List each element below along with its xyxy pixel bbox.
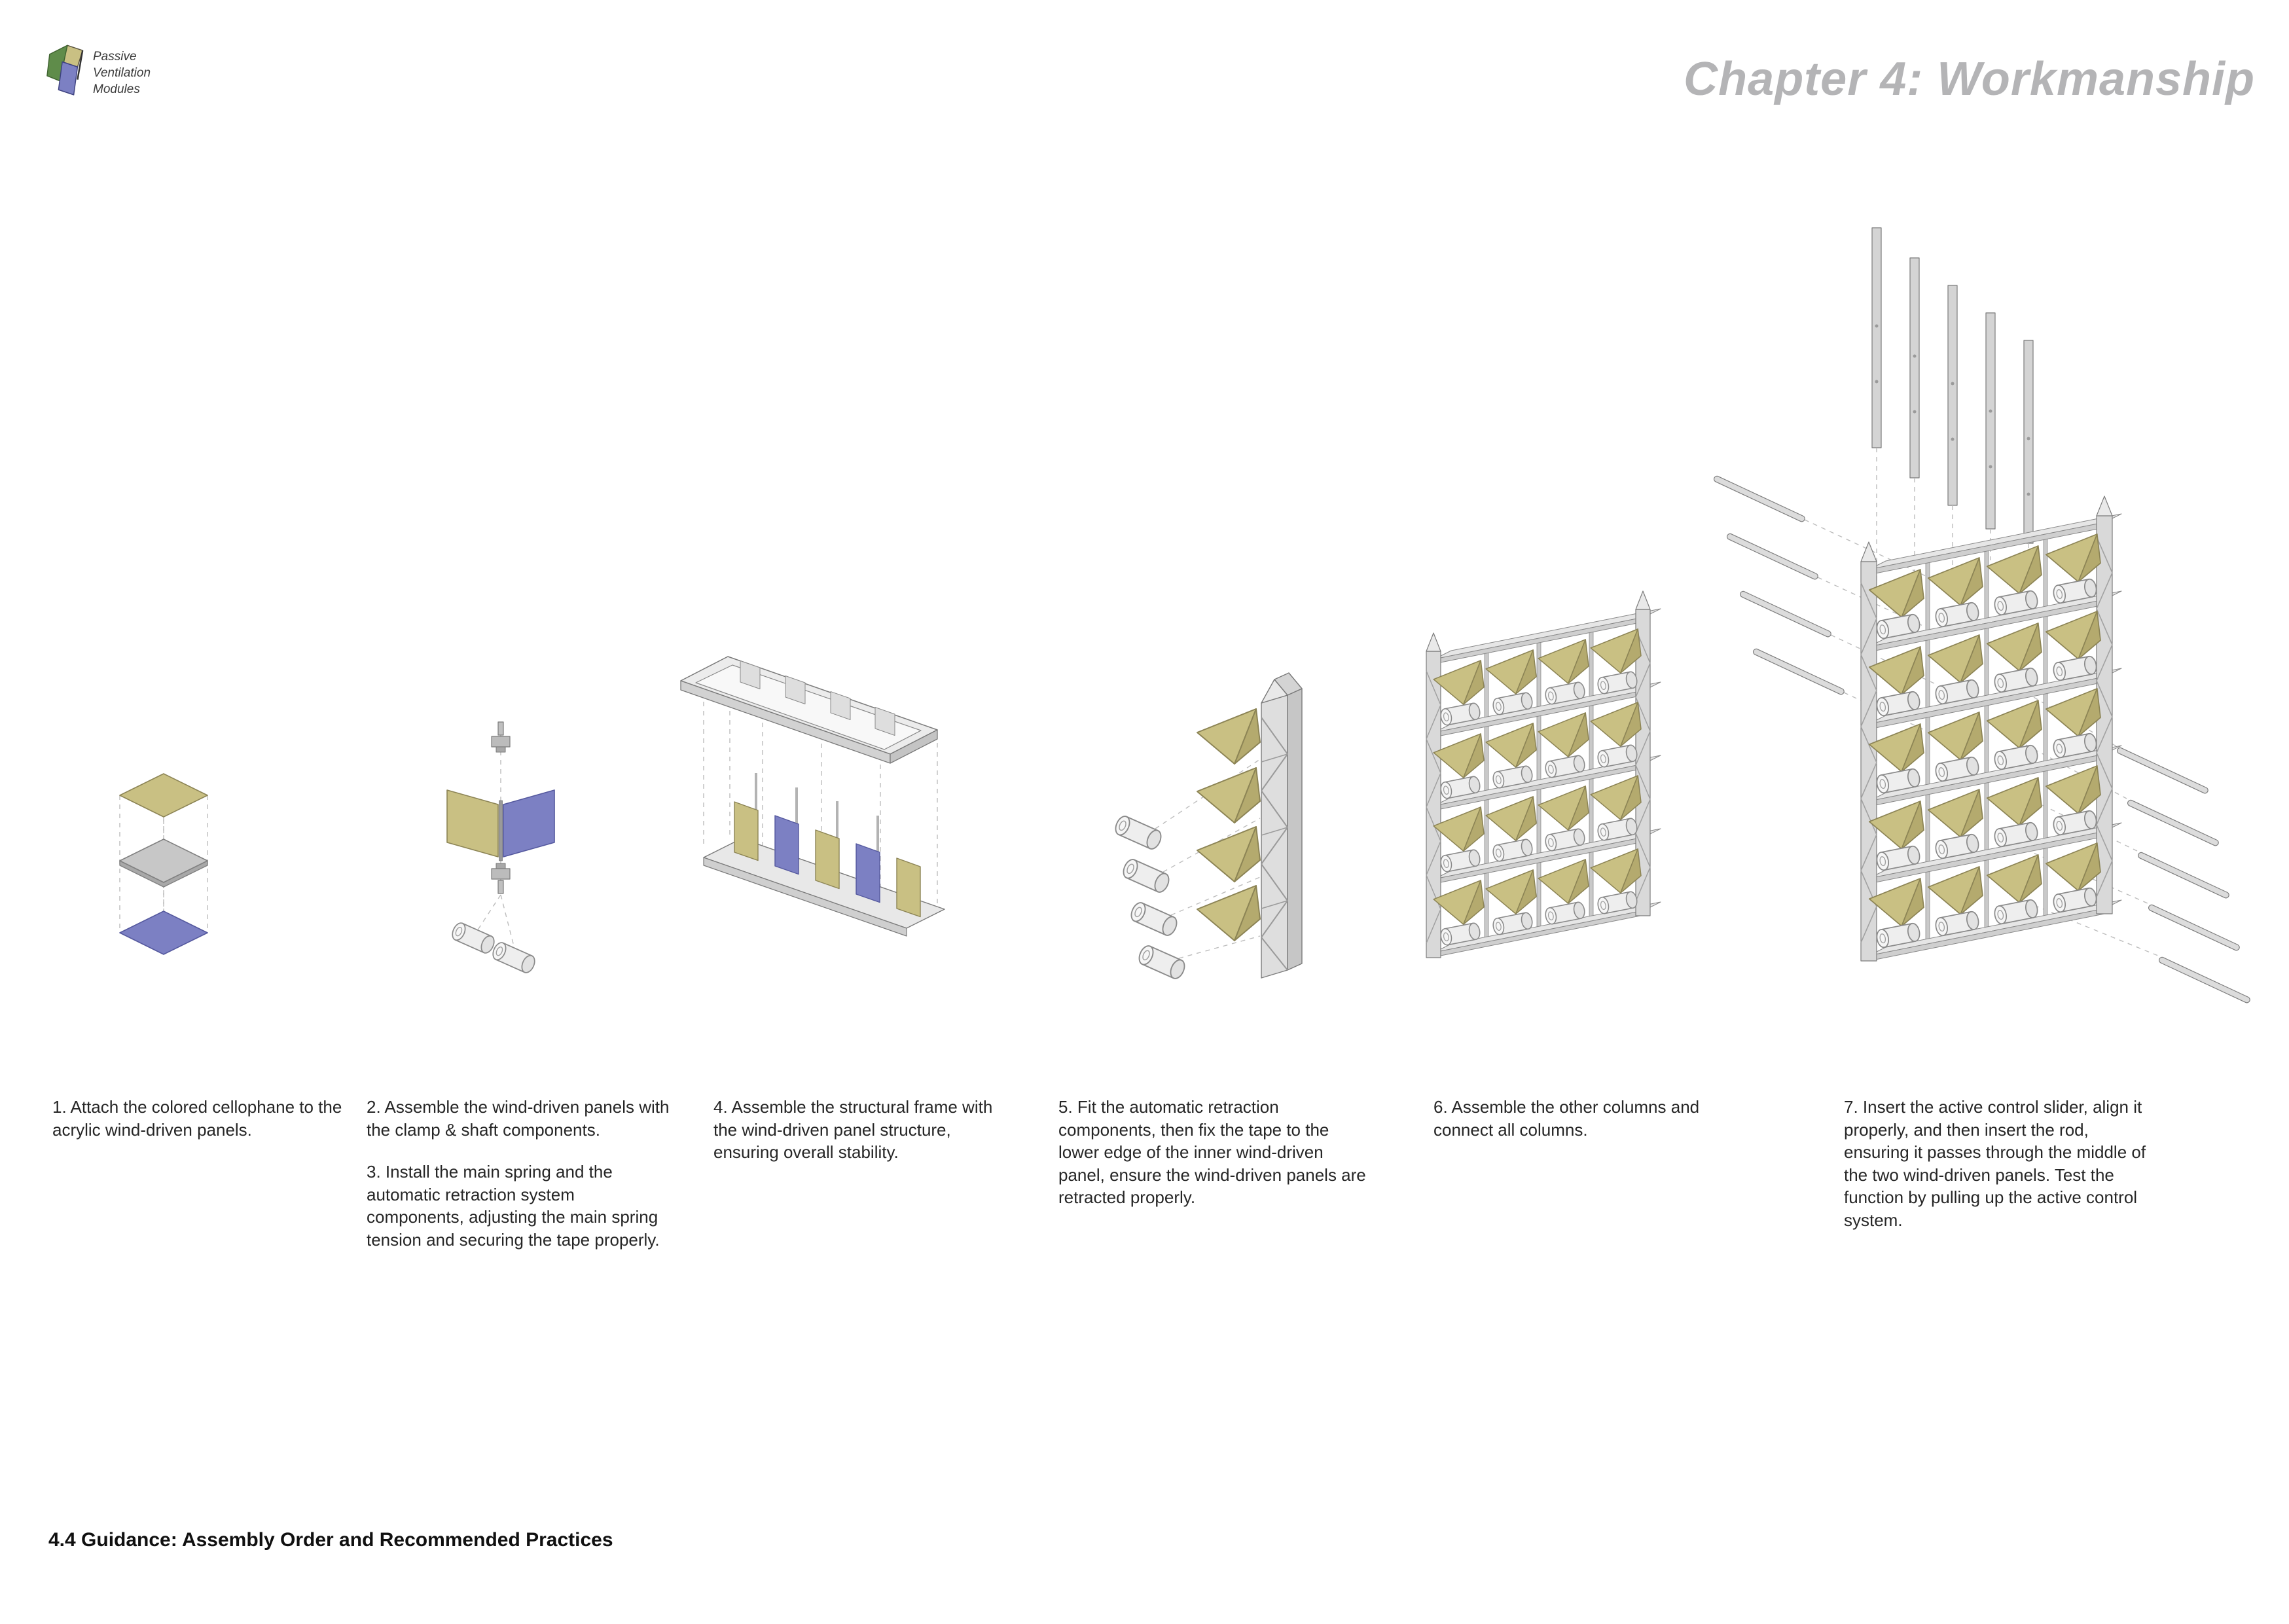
column-ladder-left — [1426, 632, 1441, 958]
retraction-cylinder — [1136, 943, 1188, 982]
caption-paragraph: 2. Assemble the wind-driven panels with … — [367, 1097, 670, 1140]
logo-text-line3: Modules — [93, 82, 140, 97]
retraction-cylinder — [1128, 899, 1180, 939]
wind-driven-sail — [1197, 826, 1261, 882]
step-5-caption: 5. Fit the automatic retraction componen… — [1058, 1096, 1366, 1209]
caption-paragraph: 1. Attach the colored cellophane to the … — [52, 1097, 342, 1140]
step-2-3-caption: 2. Assemble the wind-driven panels with … — [367, 1096, 674, 1251]
column-ladder-right — [1635, 590, 1651, 916]
step-6-figure — [1404, 560, 1676, 975]
cellophane-top-panel — [119, 773, 208, 818]
clamp-top — [491, 721, 511, 753]
retraction-cylinder — [1120, 856, 1172, 895]
caption-paragraph: 3. Install the main spring and the autom… — [367, 1162, 660, 1250]
control-rods-left — [1713, 475, 1845, 695]
chapter-title: Chapter 4: Workmanship — [1684, 53, 2255, 105]
logo: Passive Ventilation Modules — [46, 39, 151, 105]
column-ladder — [1261, 672, 1303, 979]
clamp-bottom — [491, 863, 511, 894]
step-4-figure — [664, 622, 998, 969]
step-1-figure — [105, 759, 223, 975]
column-ladder-left — [1860, 541, 1877, 962]
step-4-caption: 4. Assemble the structural frame with th… — [713, 1096, 1009, 1164]
wind-panel-blue — [503, 789, 555, 857]
step-1-caption: 1. Attach the colored cellophane to the … — [52, 1096, 348, 1141]
wind-driven-sail — [1197, 885, 1261, 941]
shelves — [1433, 608, 1661, 958]
step-7-caption: 7. Insert the active control slider, ali… — [1844, 1096, 2152, 1231]
spring-cylinder — [449, 920, 497, 956]
step-7-figure — [1699, 216, 2252, 1057]
step-5-figure — [1096, 655, 1342, 1028]
logo-text: Passive Ventilation Modules — [93, 48, 151, 98]
caption-paragraph: 4. Assemble the structural frame with th… — [713, 1097, 993, 1163]
wind-panel-tan — [446, 789, 499, 857]
caption-paragraph: 7. Insert the active control slider, ali… — [1844, 1097, 2146, 1230]
shaft — [499, 800, 503, 861]
wind-panel-row — [734, 801, 921, 918]
wind-driven-sail — [1197, 708, 1261, 765]
step-6-caption: 6. Assemble the other columns and connec… — [1433, 1096, 1721, 1141]
caption-paragraph: 5. Fit the automatic retraction componen… — [1058, 1097, 1366, 1208]
retraction-cylinder — [1112, 813, 1164, 852]
structural-frame — [680, 656, 938, 764]
caption-paragraph: 6. Assemble the other columns and connec… — [1433, 1097, 1700, 1140]
step-2-figure — [435, 717, 576, 998]
control-slats — [1871, 227, 2034, 544]
logo-text-line1: Passive — [93, 50, 137, 63]
logo-text-line2: Ventilation — [93, 66, 151, 81]
cellophane-bottom-panel — [119, 911, 208, 955]
control-rods-right — [2116, 747, 2250, 1003]
shelves — [1868, 513, 2122, 962]
spring-cylinder — [490, 940, 538, 975]
logo-icon — [46, 45, 84, 96]
section-heading: 4.4 Guidance: Assembly Order and Recomme… — [48, 1529, 613, 1551]
acrylic-panel — [119, 839, 208, 888]
wind-driven-sail — [1197, 767, 1261, 823]
